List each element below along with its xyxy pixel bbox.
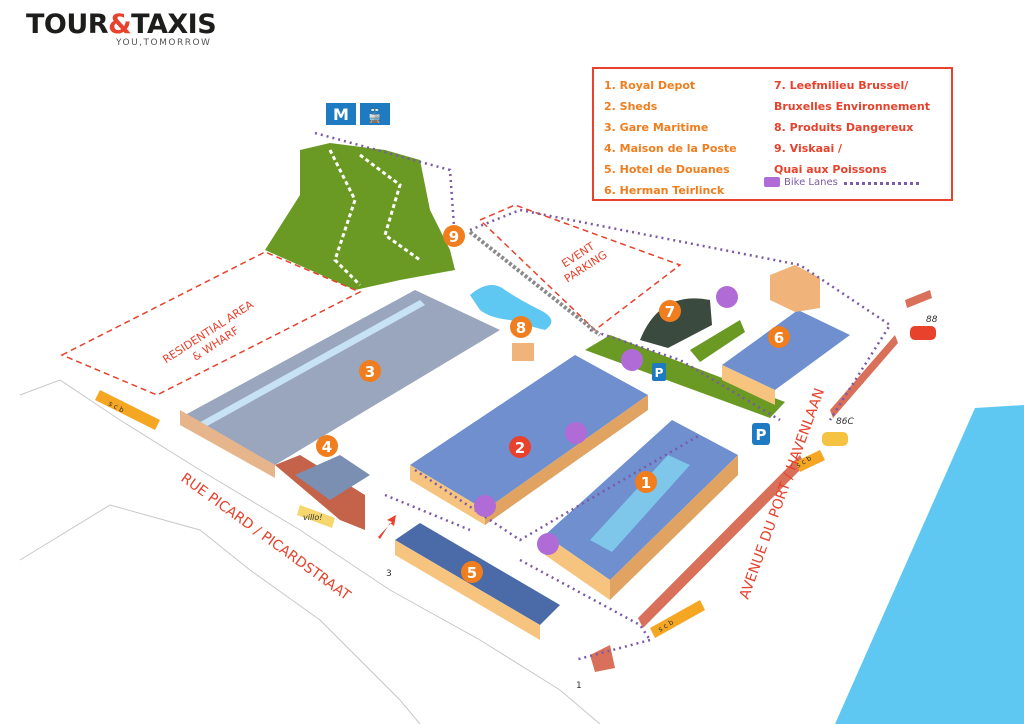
marker-4: 4 [316,435,338,457]
building-6-front [722,365,775,405]
marker-6-label: 6 [774,329,784,347]
marker-2: 2 [509,436,531,458]
villo-label: villo! [303,513,323,522]
marker-1: 1 [635,471,657,493]
legend-box: 1. Royal Depot 2. Sheds 3. Gare Maritime… [592,67,953,201]
arrow-icon [378,515,396,539]
building-1-side [610,455,738,600]
marker-2-label: 2 [515,439,525,457]
parking-icon [752,423,770,445]
metro-icon [326,103,356,125]
park-path-2 [359,153,421,262]
street-wall-4 [905,290,932,308]
street-wall [638,455,805,628]
legend-item-6: 6. Herman Teirlinck [604,184,725,197]
event-parking-label: EVENTPARKING [554,236,609,285]
metro-icon-glyph: M [333,105,349,124]
legend-item-7: 7. Leefmilieu Brussel/ [774,79,909,92]
brand-name-left: TOUR [26,9,109,40]
event-parking-area [478,204,682,331]
avenue-port-label: AVENUE DU PORT / HAVENLAAN [737,386,828,601]
building-3 [185,290,500,465]
building-7 [640,298,712,348]
bus-stop-3 [795,450,825,472]
park-green [265,143,455,290]
marker-8: 8 [510,316,532,338]
pond [470,285,552,330]
marker-1-label: 1 [641,474,651,492]
park-path [328,149,362,287]
marker-3-label: 3 [365,363,375,381]
villo-stop [297,505,335,528]
residential-label: RESIDENTIAL AREA& WHARF [160,298,263,378]
bike-lane-sample [844,182,919,185]
parking-icon-2 [652,363,666,381]
bike-lanes [314,131,892,662]
street-wall-3 [590,645,615,672]
legend-col-2: 7. Leefmilieu Brussel/ Bruxelles Environ… [774,75,930,180]
stop-1-label: 1 [576,681,582,691]
building-3-roof-lines [195,300,425,430]
water-canal [835,405,1024,724]
marker-9-label: 9 [449,228,459,246]
marker-7-label: 7 [665,303,675,321]
street-outline-2 [19,504,421,724]
legend-item-9: 9. Viskaai / [774,142,843,155]
legend-bike-lanes: Bike Lanes [764,177,838,188]
legend-item-2: 2. Sheds [604,100,658,113]
marker-5: 5 [461,561,483,583]
building-6-tower [770,265,820,312]
building-6 [722,310,850,390]
legend-item-8: 8. Produits Dangereux [774,121,914,134]
bus-88-label: 88 [926,315,938,325]
building-2-side [485,395,648,525]
brand-amp: & [108,9,132,40]
legend-item-3: 3. Gare Maritime [604,121,709,134]
brand-name: TOUR&TAXIS [26,9,217,40]
marker-7: 7 [659,300,681,322]
legend-item-7b: Bruxelles Environnement [774,100,930,113]
building-2 [410,355,648,510]
parking-letter-2: P [655,366,664,380]
brand-logo: TOUR&TAXIS YOU,TOMORROW [26,9,217,49]
bus-stop-1 [95,390,160,430]
bike-lane-icon [764,177,780,187]
street-outline [19,379,601,724]
marker-5-label: 5 [467,564,477,582]
building-1-skylight [590,455,690,552]
brand-name-right: TAXIS [131,9,217,40]
bus-stop-2 [650,600,705,638]
marker-8-label: 8 [516,319,526,337]
marker-4-label: 4 [322,438,332,456]
marker-6: 6 [768,326,790,348]
bike-parking-icon [474,286,738,555]
parking-letter: P [756,426,767,444]
legend-item-1: 1. Royal Depot [604,79,696,92]
brand-tagline: YOU,TOMORROW [116,38,212,48]
building-1-front [545,535,610,600]
residential-area [60,251,362,396]
train-icon [360,103,390,125]
street-wall-2 [830,335,898,418]
building-8 [512,343,534,361]
green-strip-2 [690,320,745,362]
rail-track [468,230,602,337]
train-icon-glyph: 🚆 [366,107,383,124]
stop-3-label: 3 [386,569,392,579]
legend-col-1: 1. Royal Depot 2. Sheds 3. Gare Maritime… [604,75,737,201]
car-icon [910,326,936,340]
marker-3: 3 [359,360,381,382]
bike-lanes-label: Bike Lanes [784,177,838,188]
marker-9: 9 [443,225,465,247]
building-2-front [410,465,485,525]
building-3-front [180,410,275,478]
building-5-front [395,540,540,640]
legend-item-5: 5. Hotel de Douanes [604,163,730,176]
car-icon-2 [822,432,848,446]
legend-item-4: 4. Maison de la Poste [604,142,737,155]
legend-item-9b: Quai aux Poissons [774,163,887,176]
building-4 [295,455,370,500]
bus-86c-label: 86C [836,417,854,427]
